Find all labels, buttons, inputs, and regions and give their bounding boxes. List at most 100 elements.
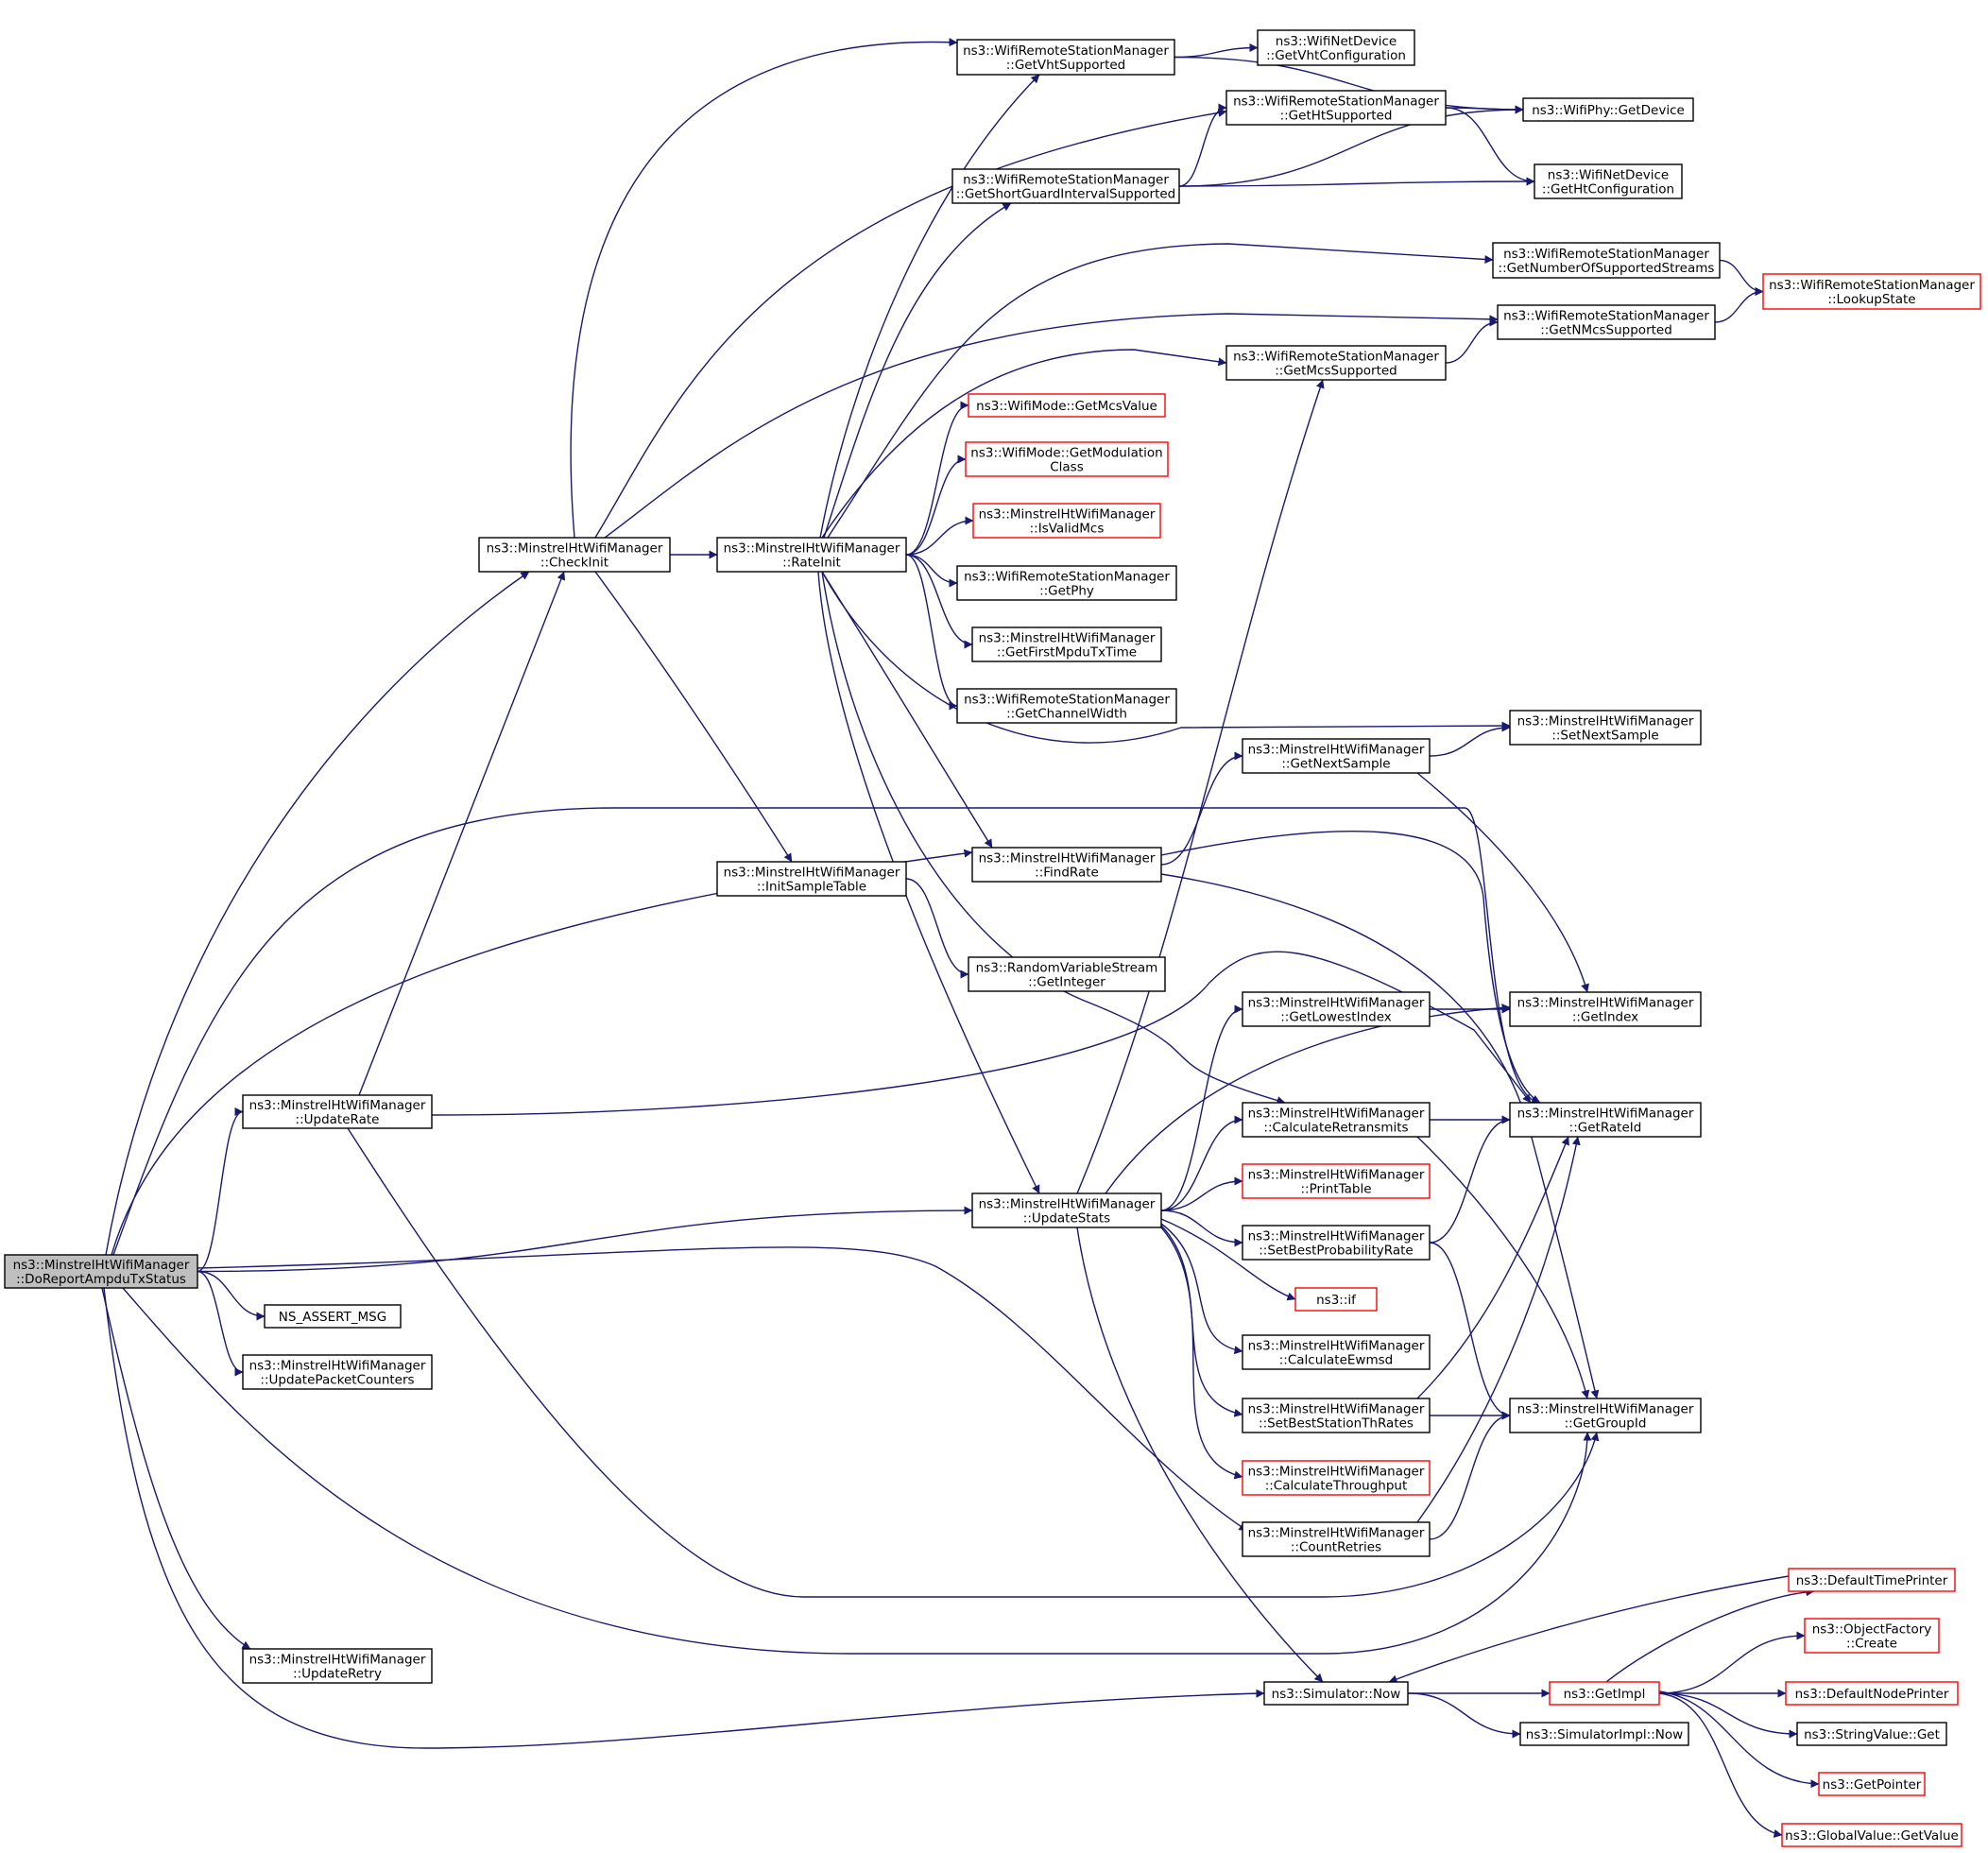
node-label: ::GetInteger — [1028, 975, 1105, 990]
node-rateinit[interactable]: ns3::MinstrelHtWifiManager::RateInit — [716, 537, 907, 573]
node-box — [971, 626, 1162, 662]
node-checkinit[interactable]: ns3::MinstrelHtWifiManager::CheckInit — [478, 537, 671, 573]
edge-rateinit-to-chanwidth — [905, 554, 958, 711]
node-deftime[interactable]: ns3::DefaultTimePrinter — [1788, 1568, 1956, 1592]
node-label: ns3::MinstrelHtWifiManager — [724, 541, 900, 557]
node-box — [1242, 1398, 1431, 1433]
edge-root-to-updstats — [197, 1206, 973, 1273]
node-if[interactable]: ns3::if — [1294, 1287, 1378, 1312]
node-box — [478, 537, 671, 573]
node-objfactory[interactable]: ns3::ObjectFactory::Create — [1804, 1618, 1940, 1654]
node-label: ::CheckInit — [540, 556, 608, 571]
node-label: ::GetGroupId — [1565, 1416, 1647, 1432]
node-numstreams[interactable]: ns3::WifiRemoteStationManager::GetNumber… — [1492, 242, 1721, 279]
node-shortgi[interactable]: ns3::WifiRemoteStationManager::GetShortG… — [951, 168, 1180, 204]
edge-rateinit-to-firstmpdu — [905, 554, 973, 649]
node-bestth[interactable]: ns3::MinstrelHtWifiManager::SetBestStati… — [1242, 1398, 1431, 1433]
node-vhtconf[interactable]: ns3::WifiNetDevice::GetVhtConfiguration — [1257, 29, 1415, 66]
node-findrate[interactable]: ns3::MinstrelHtWifiManager::FindRate — [971, 847, 1162, 883]
node-label: ns3::SimulatorImpl::Now — [1526, 1727, 1683, 1742]
node-getimpl[interactable]: ns3::GetImpl — [1549, 1681, 1660, 1706]
edge-findrate-to-rateid — [1160, 830, 1541, 1104]
node-isvalid[interactable]: ns3::MinstrelHtWifiManager::IsValidMcs — [972, 503, 1161, 539]
node-label: ::GetChannelWidth — [1006, 707, 1127, 722]
node-strvalue[interactable]: ns3::StringValue::Get — [1796, 1722, 1947, 1746]
node-groupid[interactable]: ns3::MinstrelHtWifiManager::GetGroupId — [1509, 1398, 1702, 1433]
edge-rateinit-to-calcret — [821, 571, 1286, 1105]
node-label: ::GetIndex — [1572, 1010, 1638, 1025]
node-label: ::CalculateThroughput — [1265, 1479, 1408, 1494]
node-label: ::GetRateId — [1569, 1121, 1642, 1136]
node-getpointer[interactable]: ns3::GetPointer — [1818, 1772, 1926, 1796]
node-getinteger[interactable]: ns3::RandomVariableStream::GetInteger — [968, 956, 1166, 992]
node-bestprob[interactable]: ns3::MinstrelHtWifiManager::SetBestProba… — [1242, 1225, 1431, 1261]
node-setnext[interactable]: ns3::MinstrelHtWifiManager::SetNextSampl… — [1509, 710, 1702, 746]
node-lookup[interactable]: ns3::WifiRemoteStationManager::LookupSta… — [1762, 273, 1981, 310]
node-updpkt[interactable]: ns3::MinstrelHtWifiManager::UpdatePacket… — [242, 1354, 433, 1390]
edge-checkinit-to-ht — [594, 108, 1227, 539]
node-label: ns3::WifiPhy::GetDevice — [1532, 103, 1685, 118]
node-calcret[interactable]: ns3::MinstrelHtWifiManager::CalculateRet… — [1242, 1102, 1431, 1138]
node-updaterate[interactable]: ns3::MinstrelHtWifiManager::UpdateRate — [242, 1094, 433, 1129]
node-chanwidth[interactable]: ns3::WifiRemoteStationManager::GetChanne… — [956, 688, 1177, 724]
node-defnode[interactable]: ns3::DefaultNodePrinter — [1785, 1681, 1959, 1706]
node-box — [1242, 1334, 1431, 1370]
edge-simnow-to-simimplnow — [1407, 1692, 1521, 1739]
node-label: ::RateInit — [782, 556, 841, 571]
node-vht[interactable]: ns3::WifiRemoteStationManager::GetVhtSup… — [956, 39, 1175, 76]
node-label: ::GetLowestIndex — [1280, 1010, 1392, 1025]
node-label: ns3::MinstrelHtWifiManager — [1248, 1339, 1425, 1354]
node-ht[interactable]: ns3::WifiRemoteStationManager::GetHtSupp… — [1225, 90, 1447, 126]
node-label: ns3::MinstrelHtWifiManager — [979, 1197, 1156, 1212]
node-root[interactable]: ns3::MinstrelHtWifiManager::DoReportAmpd… — [4, 1254, 198, 1289]
node-label: ns3::RandomVariableStream — [976, 961, 1158, 976]
node-getphy[interactable]: ns3::WifiRemoteStationManager::GetPhy — [956, 565, 1177, 601]
node-box — [1522, 97, 1694, 122]
node-updstats[interactable]: ns3::MinstrelHtWifiManager::UpdateStats — [971, 1192, 1162, 1228]
node-mcsvalue[interactable]: ns3::WifiMode::GetMcsValue — [968, 393, 1166, 418]
node-label: ::GetNextSample — [1281, 757, 1390, 772]
node-getdevice[interactable]: ns3::WifiPhy::GetDevice — [1522, 97, 1694, 122]
node-rateid[interactable]: ns3::MinstrelHtWifiManager::GetRateId — [1509, 1102, 1702, 1138]
node-label: ns3::MinstrelHtWifiManager — [13, 1258, 190, 1273]
node-label: ns3::MinstrelHtWifiManager — [979, 851, 1156, 866]
node-assert[interactable]: NS_ASSERT_MSG — [264, 1304, 402, 1329]
node-label: ns3::MinstrelHtWifiManager — [1248, 1107, 1425, 1122]
node-nmcs[interactable]: ns3::WifiRemoteStationManager::GetNMcsSu… — [1497, 304, 1716, 340]
node-firstmpdu[interactable]: ns3::MinstrelHtWifiManager::GetFirstMpdu… — [971, 626, 1162, 662]
edge-ht-to-getdevice — [1445, 105, 1524, 114]
node-printtable[interactable]: ns3::MinstrelHtWifiManager::PrintTable — [1242, 1163, 1431, 1199]
node-label: ns3::GetImpl — [1564, 1687, 1646, 1702]
node-label: ns3::DefaultNodePrinter — [1795, 1687, 1949, 1702]
node-label: ns3::MinstrelHtWifiManager — [1248, 1402, 1425, 1417]
edge-root-to-countret — [197, 1246, 1248, 1532]
node-simimplnow[interactable]: ns3::SimulatorImpl::Now — [1519, 1722, 1689, 1746]
node-nextsample[interactable]: ns3::MinstrelHtWifiManager::GetNextSampl… — [1242, 738, 1431, 774]
node-countret[interactable]: ns3::MinstrelHtWifiManager::CountRetries — [1242, 1521, 1431, 1557]
node-getindex[interactable]: ns3::MinstrelHtWifiManager::GetIndex — [1509, 991, 1702, 1027]
node-ewmsd[interactable]: ns3::MinstrelHtWifiManager::CalculateEwm… — [1242, 1334, 1431, 1370]
edge-nextsample-to-getindex — [1416, 772, 1589, 993]
node-label: ns3::MinstrelHtWifiManager — [1517, 996, 1694, 1011]
node-box — [968, 393, 1166, 418]
node-globalvalue[interactable]: ns3::GlobalValue::GetValue — [1781, 1823, 1962, 1847]
node-initsample[interactable]: ns3::MinstrelHtWifiManager::InitSampleTa… — [716, 861, 907, 897]
edge-updstats-to-calcthr — [1160, 1227, 1243, 1480]
node-lowest[interactable]: ns3::MinstrelHtWifiManager::GetLowestInd… — [1242, 991, 1431, 1027]
node-simnow[interactable]: ns3::Simulator::Now — [1263, 1681, 1409, 1706]
node-mcs[interactable]: ns3::WifiRemoteStationManager::GetMcsSup… — [1225, 345, 1447, 381]
node-updretry[interactable]: ns3::MinstrelHtWifiManager::UpdateRetry — [242, 1648, 433, 1684]
edge-ht-to-htconf — [1445, 107, 1535, 186]
node-htconf[interactable]: ns3::WifiNetDevice::GetHtConfiguration — [1534, 163, 1683, 199]
edge-shortgi-to-ht — [1178, 103, 1227, 187]
node-box — [242, 1094, 433, 1129]
node-label: ::SetBestProbabilityRate — [1259, 1244, 1413, 1259]
edge-updaterate-to-checkinit — [358, 571, 566, 1096]
node-box — [1509, 710, 1702, 746]
node-calcthr[interactable]: ns3::MinstrelHtWifiManager::CalculateThr… — [1242, 1460, 1431, 1496]
edge-findrate-to-nextsample — [1160, 751, 1243, 866]
node-box — [1818, 1772, 1926, 1796]
edge-countret-to-rateid — [1416, 1136, 1581, 1523]
edge-mcs-to-nmcs — [1445, 317, 1499, 364]
